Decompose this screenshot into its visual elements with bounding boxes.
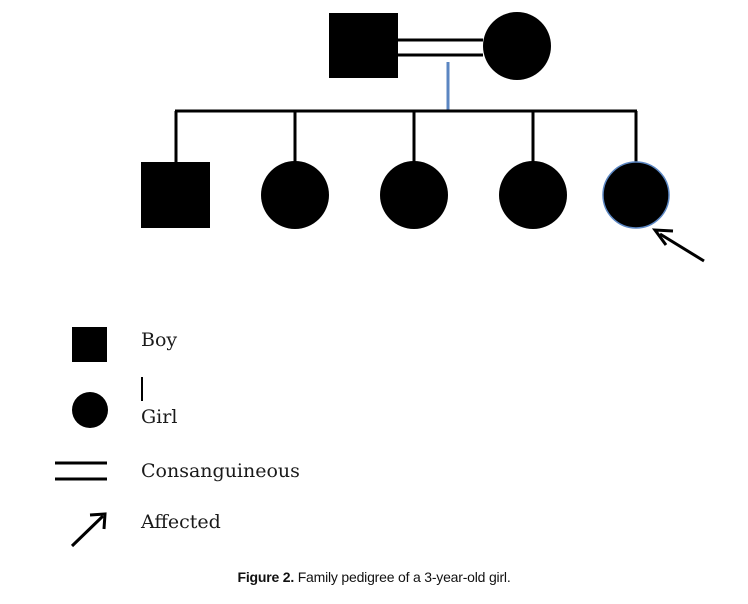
child-girl-circle-2 bbox=[380, 161, 448, 229]
figure-label: Figure 2. bbox=[237, 569, 295, 585]
legend-label-girl: Girl bbox=[141, 406, 177, 428]
proband-arrow-shaft bbox=[659, 232, 705, 263]
legend-label-boy: Boy bbox=[141, 329, 177, 351]
child-girl-circle-1 bbox=[261, 161, 329, 229]
legend-label-consanguineous: Consanguineous bbox=[141, 460, 300, 482]
figure-caption-text: Family pedigree of a 3-year-old girl. bbox=[294, 569, 511, 585]
father-square bbox=[329, 13, 398, 78]
legend-square-icon bbox=[72, 327, 107, 362]
legend-arrow-shaft bbox=[70, 514, 105, 548]
legend-label-affected: Affected bbox=[140, 511, 221, 533]
child-girl-circle-affected bbox=[602, 161, 670, 229]
legend-circle-icon bbox=[72, 392, 108, 428]
figure-caption: Figure 2. Family pedigree of a 3-year-ol… bbox=[0, 569, 748, 585]
mother-circle bbox=[483, 12, 551, 80]
child-boy-square bbox=[141, 162, 210, 228]
child-girl-circle-3 bbox=[499, 161, 567, 229]
proband-arrow-head bbox=[651, 228, 674, 246]
legend-arrow-head bbox=[89, 512, 107, 530]
